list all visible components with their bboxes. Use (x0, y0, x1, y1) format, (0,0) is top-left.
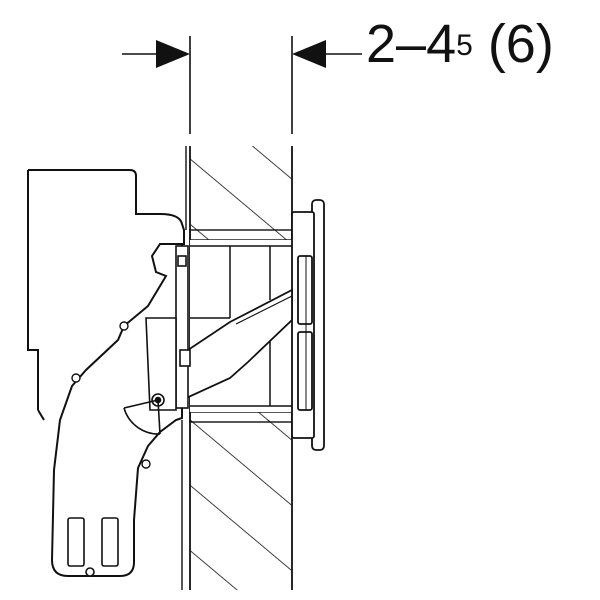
outlet-tubes (67, 517, 119, 577)
actuator-plate (291, 199, 325, 451)
dimension-superscript: 5 (456, 29, 473, 62)
frame-insert (190, 245, 292, 407)
cistern-body-outline (27, 170, 45, 421)
dimension-arrows (156, 40, 326, 68)
dimension-alternate: (6) (487, 14, 554, 74)
cistern-housing (28, 169, 185, 577)
dimension-lines (122, 36, 362, 134)
dimension-range: 2–4 (366, 14, 457, 74)
dimension-label: 2–45 (6) (366, 14, 554, 74)
mounting-bracket (123, 245, 191, 435)
housing-bolts (71, 321, 151, 469)
